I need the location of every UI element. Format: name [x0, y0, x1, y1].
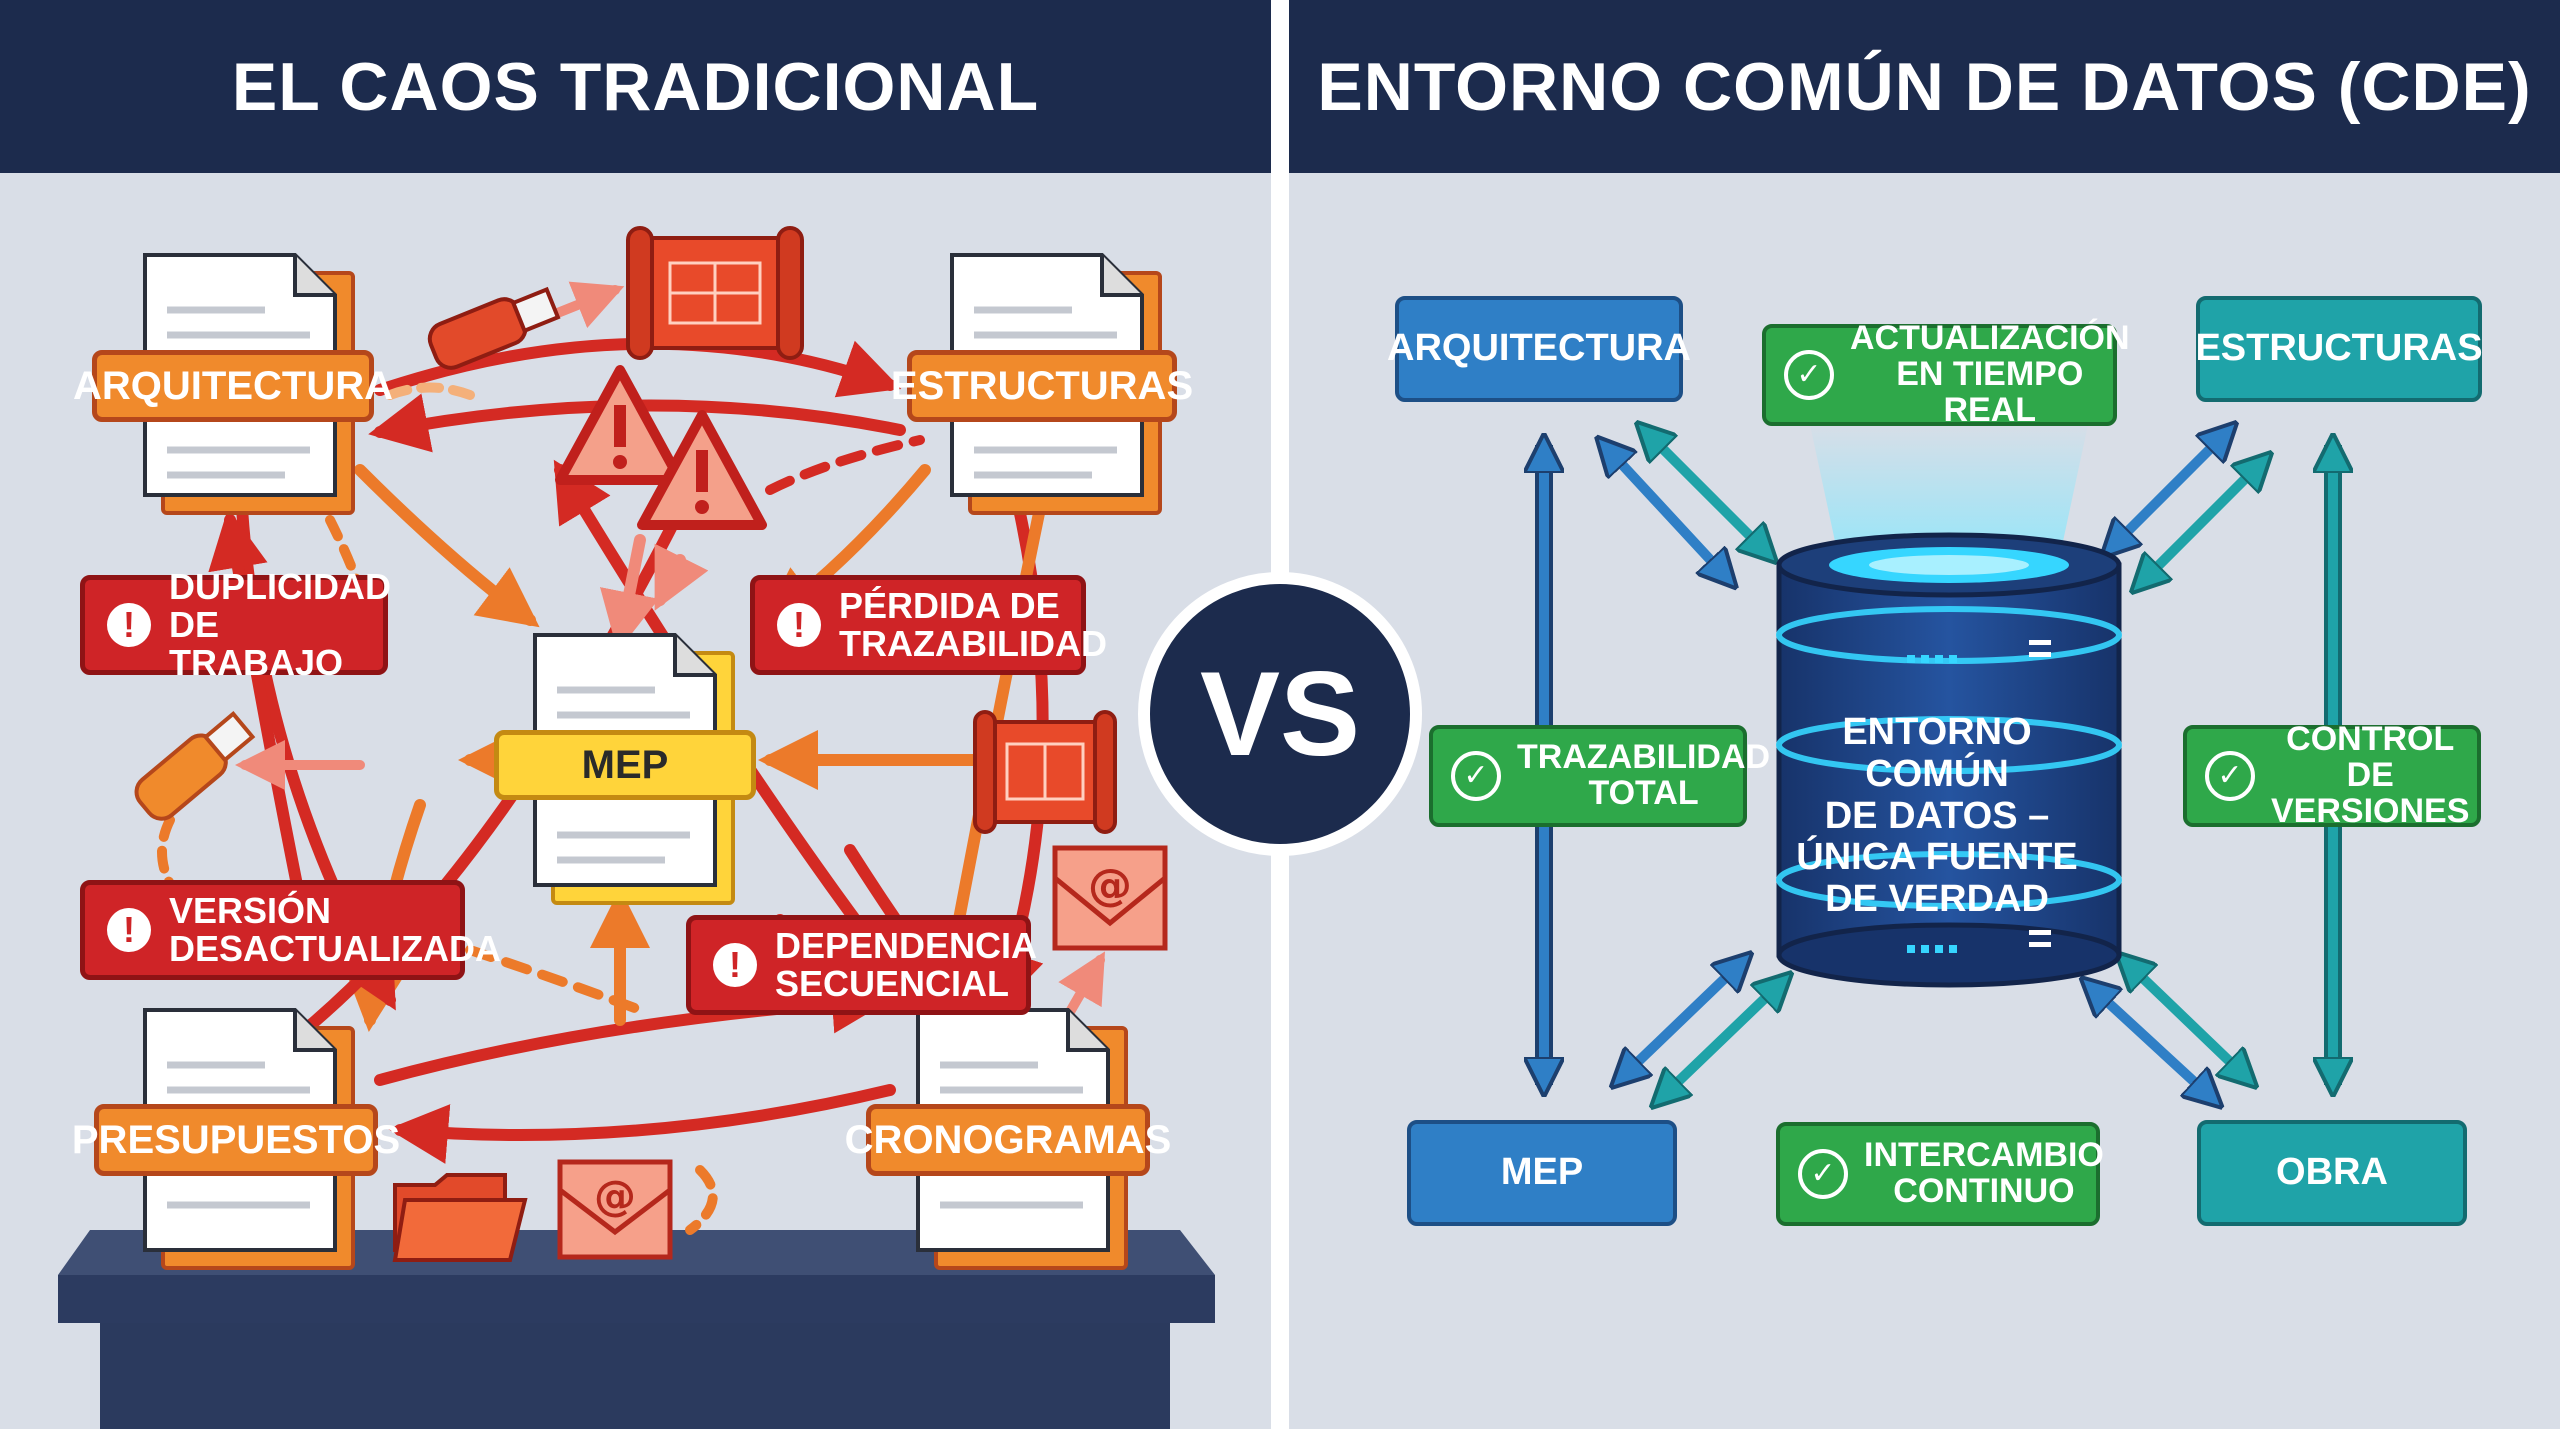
svg-text:@: @ [594, 1171, 636, 1220]
blueprint-icon [626, 226, 804, 360]
blueprint-icon [973, 710, 1117, 834]
chaos-panel: EL CAOS TRADICIONAL [0, 0, 1271, 1429]
chaos-header: EL CAOS TRADICIONAL [0, 0, 1271, 173]
vs-badge: VS [1138, 572, 1422, 856]
cde-diagram [1289, 0, 2560, 1429]
doc-label-arquitectura: ARQUITECTURA [73, 350, 393, 422]
alert-icon: ! [107, 603, 151, 647]
chaos-diagram: @ @ [58, 226, 1215, 1429]
warning-triangle-icon [637, 410, 767, 530]
check-icon: ✓ [1798, 1149, 1848, 1199]
bidirectional-arrow-icon [2089, 960, 2249, 1100]
doc-label-mep: MEP [494, 730, 756, 800]
check-icon: ✓ [1451, 751, 1501, 801]
check-icon: ✓ [2205, 751, 2255, 801]
bidirectional-arrow-icon [2109, 430, 2264, 585]
doc-label-presupuestos: PRESUPUESTOS [72, 1104, 400, 1176]
folder-icon [392, 1173, 528, 1262]
doc-label-estructuras: ESTRUCTURAS [891, 350, 1193, 422]
bidirectional-arrow-icon [1604, 430, 1769, 580]
node-obra: OBRA [2197, 1120, 2467, 1226]
doc-label-cronogramas: CRONOGRAMAS [845, 1104, 1171, 1176]
check-icon: ✓ [1784, 350, 1834, 400]
alert-icon: ! [713, 943, 757, 987]
cde-header: ENTORNO COMÚN DE DATOS (CDE) [1289, 0, 2560, 173]
usb-drive-icon [134, 711, 256, 821]
cde-panel: ENTORNO COMÚN DE DATOS (CDE) [1289, 0, 2560, 1429]
node-estructuras: ESTRUCTURAS [2195, 296, 2483, 402]
alert-icon: ! [107, 908, 151, 952]
usb-drive-icon [427, 286, 561, 370]
database-icon [1776, 420, 2122, 988]
alert-icon: ! [777, 603, 821, 647]
svg-text:@: @ [1088, 860, 1132, 911]
node-arquitectura: ARQUITECTURA [1387, 296, 1691, 402]
warning-triangle-icon [555, 365, 685, 485]
bidirectional-arrow-icon [1619, 960, 1784, 1100]
email-icon: @ [1052, 845, 1168, 951]
email-icon: @ [557, 1159, 673, 1260]
node-mep: MEP [1407, 1120, 1677, 1226]
cde-center-label: ENTORNO COMÚN DE DATOS – ÚNICA FUENTE DE… [1796, 711, 2078, 921]
